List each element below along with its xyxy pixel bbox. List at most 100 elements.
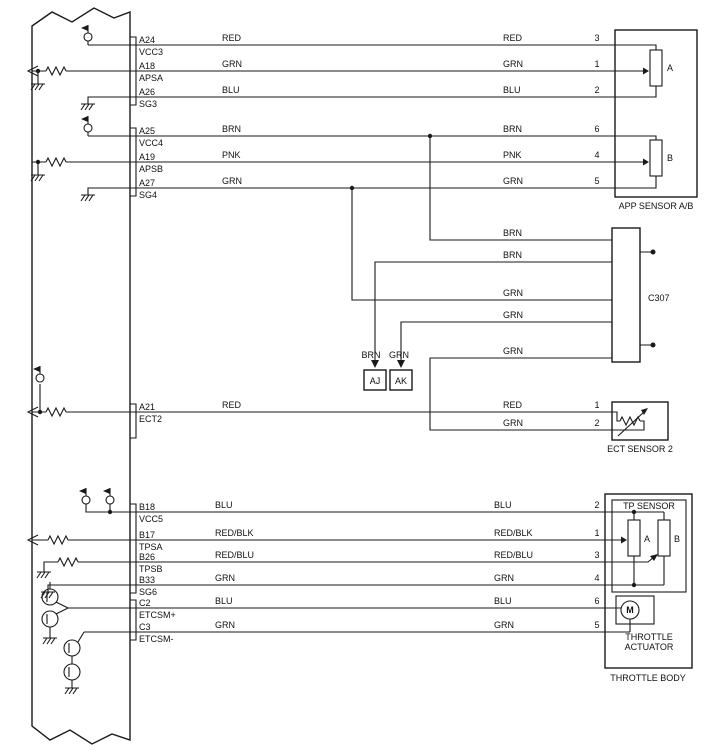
junction-ak-box [389,369,413,391]
pin-label: A27 [139,178,155,188]
terminal-number: 1 [594,59,599,69]
actuator-label-line1: THROTTLE [625,632,673,642]
app-sensor-box [614,29,698,198]
resistor-icons [45,65,641,568]
terminal-number: 1 [594,400,599,410]
wire-color-label: GRN [503,418,523,428]
pin-label: A19 [139,152,155,162]
potentiometer-b-icon [649,139,663,177]
terminal-number: 2 [594,500,599,510]
wire-color-label: GRN [494,573,514,583]
terminal-number: 4 [594,150,599,160]
pin-name: ETCSM- [139,634,174,644]
wire-color-label: RED/BLU [215,550,254,560]
terminal-number: 2 [594,85,599,95]
ect-sensor-box [611,401,669,441]
terminal-number: 1 [594,528,599,538]
wire-color-label: PNK [503,150,522,160]
pin-name: SG4 [139,190,157,200]
motor-icon [620,600,640,620]
motor-box [615,595,655,625]
wire-color-label: RED [222,33,242,43]
pin-name: VCC3 [139,47,163,57]
terminal-number: 5 [594,176,599,186]
wire-color-label: BLU [215,500,233,510]
wire-color-label: BLU [494,500,512,510]
pin-name: APSB [139,164,163,174]
ak-wire-label: GRN [389,350,409,360]
wire-color-label: RED [503,400,523,410]
terminal-number: 5 [594,620,599,630]
wire-color-label: BRN [222,124,241,134]
ak-label: AK [395,376,407,386]
pin-name: TPSA [139,542,163,552]
wire-continuation-chevrons [26,65,39,546]
ect-sensor-title: ECT SENSOR 2 [607,444,673,454]
wire-color-label: BLU [494,596,512,606]
tp-pot-a-label: A [644,534,650,544]
wire-color-label: GRN [494,620,514,630]
tp-sensor-title: TP SENSOR [623,501,675,511]
ecm-connector-outline [31,7,131,745]
pin-label: A24 [139,35,155,45]
pin-label: A25 [139,126,155,136]
pin-label: B33 [139,575,155,585]
pin-label: A21 [139,402,155,412]
pin-label: C3 [139,622,151,632]
terminal-number: 6 [594,596,599,606]
tp-potentiometer-b-icon [657,519,671,557]
wire-color-label: BRN [503,228,522,238]
transistor-icons [41,588,81,681]
motor-label: M [626,605,634,615]
pin-label: A26 [139,87,155,97]
pin-group-brackets [130,36,137,641]
pin-name: ETCSM+ [139,610,176,620]
wire-color-label: BRN [503,250,522,260]
wire-color-label: RED [222,400,242,410]
pin-label: B17 [139,530,155,540]
wire-color-label: RED [503,33,523,43]
terminal-number: 2 [594,418,599,428]
ground-icons [30,83,95,695]
pin-name: VCC5 [139,514,163,524]
wire-color-label: BLU [215,596,233,606]
wire-color-label: GRN [215,573,235,583]
pin-name: SG3 [139,99,157,109]
pin-name: TPSB [139,564,163,574]
pot-a-label: A [667,63,673,73]
wires [32,41,665,688]
wire-color-label: GRN [503,288,523,298]
wire-color-label: GRN [503,59,523,69]
terminal-number: 3 [594,33,599,43]
pin-name: APSA [139,73,163,83]
app-sensor-title: APP SENSOR A/B [619,201,694,211]
pin-label: A18 [139,61,155,71]
wire-color-label: RED/BLU [494,550,533,560]
throttle-body-box [604,493,693,669]
pin-name: VCC4 [139,138,163,148]
aj-label: AJ [370,376,381,386]
junction-aj-box [363,369,387,391]
wire-color-label: RED/BLK [215,528,254,538]
potentiometer-a-icon [649,49,663,87]
c307-label: C307 [648,293,670,303]
pin-name: ECT2 [139,414,162,424]
wire-color-label: GRN [503,346,523,356]
flag-terminal-icons [33,25,115,505]
wire-color-label: BLU [503,85,521,95]
wire-color-label: RED/BLK [494,528,533,538]
terminal-number: 6 [594,124,599,134]
actuator-label-line2: ACTUATOR [625,642,674,652]
wire-color-label: GRN [503,310,523,320]
pin-label: B26 [139,552,155,562]
wire-color-label: GRN [222,176,242,186]
throttle-body-title: THROTTLE BODY [610,673,686,683]
pot-b-label: B [667,153,673,163]
tp-pot-b-label: B [674,534,680,544]
wire-color-label: BRN [503,124,522,134]
pin-label: C2 [139,598,151,608]
wire-color-label: GRN [222,59,242,69]
connector-c307-box [611,227,641,363]
